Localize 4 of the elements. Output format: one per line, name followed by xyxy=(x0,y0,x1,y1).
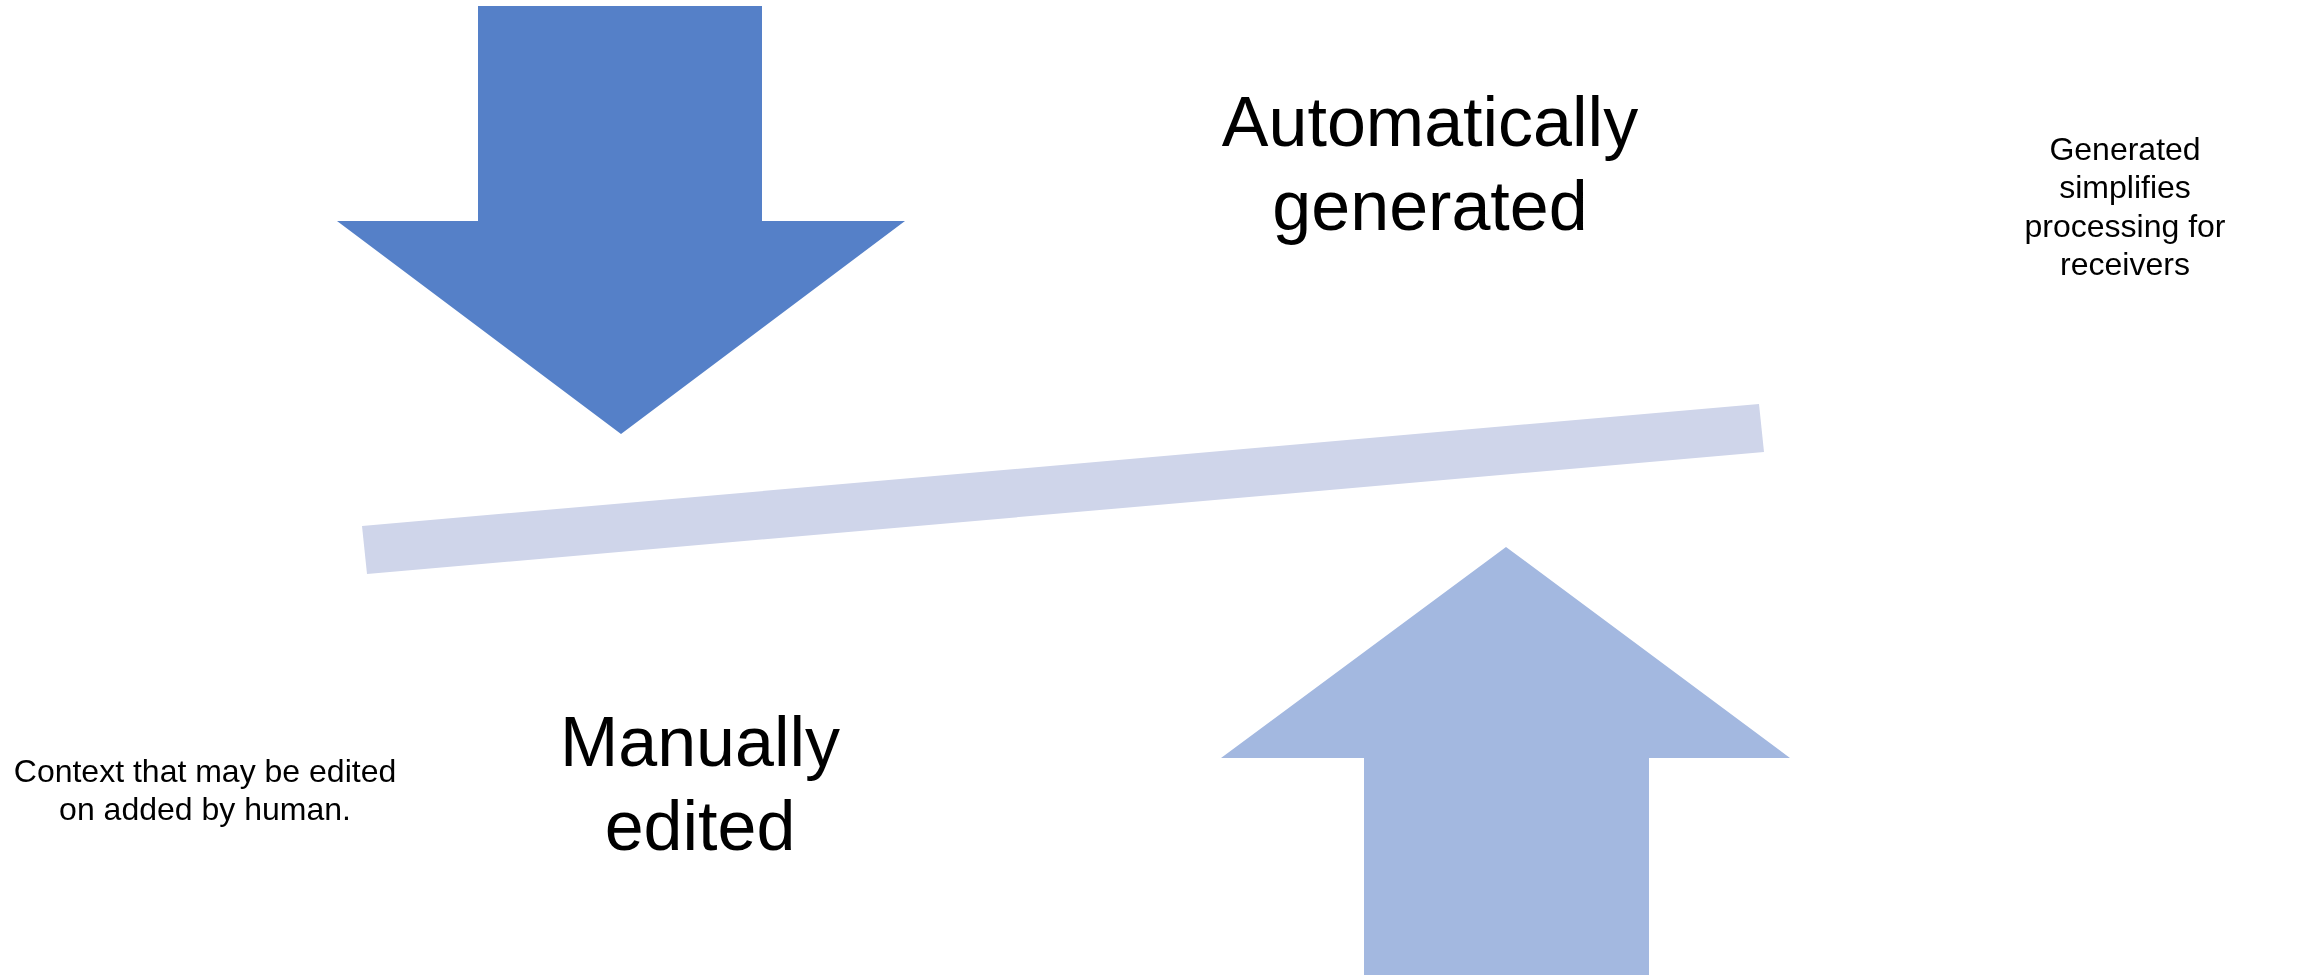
text-label: Automatically generated xyxy=(1220,82,1640,247)
text-label: Generated simplifies processing for receivers xyxy=(2023,130,2227,284)
text-label: Context that may be edited on added by human. xyxy=(12,752,398,829)
text-label: Manually edited xyxy=(558,702,842,867)
